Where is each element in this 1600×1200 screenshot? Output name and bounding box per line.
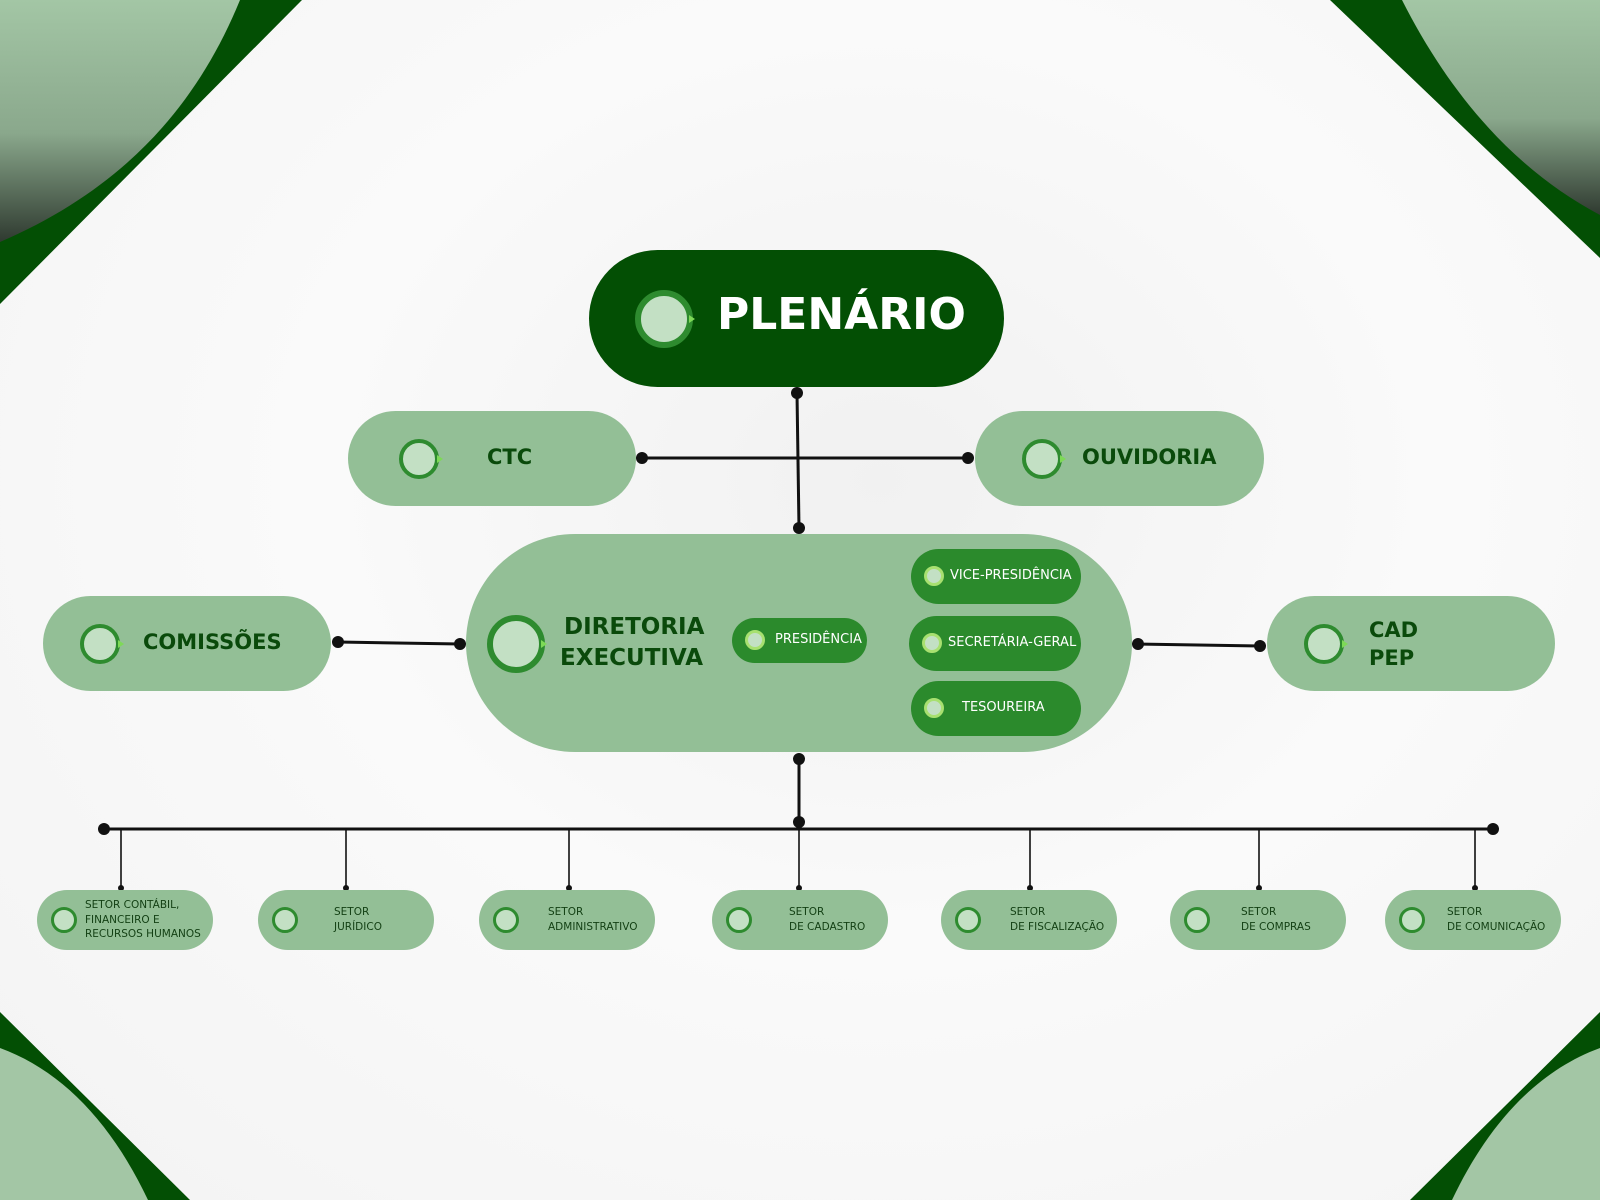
- corner-decoration-bottom-left: [0, 1012, 190, 1200]
- node-dot: [1132, 638, 1144, 650]
- node-dot: [1254, 640, 1266, 652]
- sector-label-line: SETOR: [789, 906, 825, 919]
- circle-bullet-icon: [1399, 907, 1425, 933]
- circle-bullet-icon: [1184, 907, 1210, 933]
- sector-label-line: SETOR: [548, 906, 584, 919]
- node-plenario: PLENÁRIO: [589, 250, 1004, 387]
- circle-bullet-icon: [493, 907, 519, 933]
- node-dot: [962, 452, 974, 464]
- circle-bullet-icon: [922, 633, 942, 653]
- connector-cad: [1137, 642, 1261, 648]
- drop-dot: [1256, 885, 1262, 891]
- node-dot: [793, 816, 805, 828]
- node-dot: [636, 452, 648, 464]
- node-dot: [791, 387, 803, 399]
- node-cad-pep: CAD PEP: [1267, 596, 1555, 691]
- cad-label-line1: CAD: [1369, 618, 1419, 642]
- corner-decoration-top-right: [1330, 0, 1600, 258]
- role-tesoureira: TESOUREIRA: [911, 681, 1081, 736]
- circle-bullet-icon: [745, 630, 765, 650]
- drop-dot: [1027, 885, 1033, 891]
- sector-juridico: SETOR JURÍDICO: [258, 890, 434, 950]
- circle-bullet-icon: [924, 566, 944, 586]
- drop-dot: [118, 885, 124, 891]
- circle-bullet-icon: [487, 615, 547, 673]
- corner-decoration-bottom-right: [1410, 1012, 1600, 1200]
- node-comissoes: COMISSÕES: [43, 596, 331, 691]
- plenario-label: PLENÁRIO: [717, 289, 966, 340]
- node-dot: [1487, 823, 1499, 835]
- drop-dot: [566, 885, 572, 891]
- sector-comunicacao: SETOR DE COMUNICAÇÃO: [1385, 890, 1561, 950]
- circle-bullet-icon: [51, 907, 77, 933]
- node-dot: [98, 823, 110, 835]
- drop-dot: [796, 885, 802, 891]
- sector-label-line: SETOR: [1447, 906, 1483, 919]
- ctc-label: CTC: [487, 445, 533, 469]
- comissoes-label: COMISSÕES: [143, 630, 282, 654]
- node-dot: [454, 638, 466, 650]
- presidencia-label: PRESIDÊNCIA: [775, 632, 862, 647]
- circle-bullet-icon: [955, 907, 981, 933]
- diretoria-label-line2: EXECUTIVA: [560, 645, 703, 671]
- role-secretaria-geral: SECRETÁRIA-GERAL: [909, 616, 1081, 671]
- sector-cadastro: SETOR DE CADASTRO: [712, 890, 888, 950]
- ouvidoria-label: OUVIDORIA: [1082, 445, 1217, 469]
- node-dot: [793, 753, 805, 765]
- circle-bullet-icon: [1304, 624, 1348, 664]
- sector-label-line: FINANCEIRO E: [85, 913, 160, 926]
- drop-dot: [343, 885, 349, 891]
- node-dot: [793, 522, 805, 534]
- circle-bullet-icon: [924, 698, 944, 718]
- sector-contabil: SETOR CONTÁBIL, FINANCEIRO E RECURSOS HU…: [37, 890, 213, 950]
- circle-bullet-icon: [635, 290, 695, 348]
- secretaria-geral-label: SECRETÁRIA-GERAL: [948, 635, 1077, 650]
- circle-bullet-icon: [399, 439, 443, 479]
- circle-bullet-icon: [1022, 439, 1066, 479]
- sector-label-line: SETOR CONTÁBIL,: [85, 898, 180, 911]
- sector-label-line: DE COMUNICAÇÃO: [1447, 921, 1546, 933]
- sector-label-line: SETOR: [334, 906, 370, 919]
- circle-bullet-icon: [272, 907, 298, 933]
- role-presidencia: PRESIDÊNCIA: [732, 618, 867, 663]
- corner-decoration-top-left: [0, 0, 302, 304]
- connector-plenario-diretoria: [795, 392, 801, 529]
- drop-dot: [1472, 885, 1478, 891]
- sector-label-line: DE FISCALIZAÇÃO: [1010, 921, 1105, 933]
- vice-presidencia-label: VICE-PRESIDÊNCIA: [950, 568, 1072, 583]
- sector-label-line: DE CADASTRO: [789, 921, 866, 933]
- sector-label-line: JURÍDICO: [334, 921, 382, 933]
- connector-comissoes: [337, 640, 461, 646]
- sector-label-line: SETOR: [1010, 906, 1046, 919]
- sector-fiscalizacao: SETOR DE FISCALIZAÇÃO: [941, 890, 1117, 950]
- tesoureira-label: TESOUREIRA: [962, 700, 1045, 715]
- node-dot: [332, 636, 344, 648]
- sector-label-line: DE COMPRAS: [1241, 921, 1311, 933]
- sector-label-line: SETOR: [1241, 906, 1277, 919]
- sector-compras: SETOR DE COMPRAS: [1170, 890, 1346, 950]
- node-ouvidoria: OUVIDORIA: [975, 411, 1264, 506]
- cad-label-line2: PEP: [1369, 646, 1415, 670]
- node-diretoria-executiva: DIRETORIA EXECUTIVA PRESIDÊNCIA VICE-PRE…: [466, 534, 1132, 752]
- diretoria-label-line1: DIRETORIA: [564, 614, 705, 640]
- node-ctc: CTC: [348, 411, 636, 506]
- circle-bullet-icon: [726, 907, 752, 933]
- sector-label-line: RECURSOS HUMANOS: [85, 928, 201, 941]
- role-vice-presidencia: VICE-PRESIDÊNCIA: [911, 549, 1081, 604]
- sector-label-line: ADMINISTRATIVO: [548, 921, 638, 933]
- circle-bullet-icon: [80, 624, 124, 664]
- sector-administrativo: SETOR ADMINISTRATIVO: [479, 890, 655, 950]
